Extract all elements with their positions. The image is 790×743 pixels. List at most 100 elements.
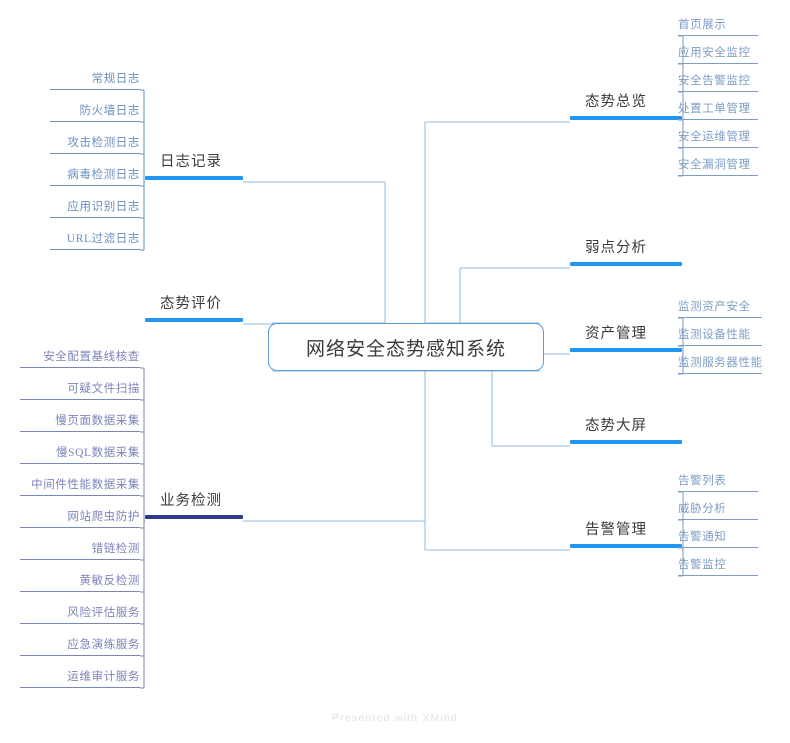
leaf-underline [678,372,762,374]
root-node[interactable]: 网络安全态势感知系统 [268,323,544,371]
branch-label: 态势大屏 [585,418,647,434]
leaf-label: 错链检测 [91,543,140,555]
branch-zi-chan-guan-li[interactable]: 资产管理 [570,326,682,352]
leaf-label: 病毒检测日志 [67,169,140,181]
leaf-gao-jing-guan-li-2[interactable]: 告警通知 [678,528,758,548]
leaf-label: URL过滤日志 [66,233,140,245]
leaf-ye-wu-jian-ce-1[interactable]: 可疑文件扫描 [20,380,140,400]
leaf-label: 告警通知 [678,531,727,543]
leaf-ye-wu-jian-ce-3[interactable]: 慢SQL数据采集 [20,444,140,464]
branch-underline [145,515,243,519]
branch-label: 日志记录 [160,154,222,170]
leaf-label: 防火墙日志 [79,105,140,117]
leaf-shi-shi-zong-lan-1[interactable]: 应用安全监控 [678,44,758,64]
branch-ri-zhi-ji-lu[interactable]: 日志记录 [145,154,243,180]
branch-underline [570,262,682,266]
leaf-underline [678,174,758,176]
leaf-label: 应急演练服务 [67,639,140,651]
leaf-underline [20,686,140,688]
leaf-label: 安全配置基线核查 [43,351,140,363]
branch-underline [570,116,682,120]
leaf-underline [678,546,758,548]
branch-label: 态势总览 [585,94,647,110]
leaf-ye-wu-jian-ce-10[interactable]: 运维审计服务 [20,668,140,688]
branch-label: 态势评价 [160,296,222,312]
leaf-ye-wu-jian-ce-4[interactable]: 中间件性能数据采集 [20,476,140,496]
leaf-ri-zhi-ji-lu-2[interactable]: 攻击检测日志 [50,134,140,154]
leaf-shi-shi-zong-lan-5[interactable]: 安全漏洞管理 [678,156,758,176]
branch-gao-jing-guan-li[interactable]: 告警管理 [570,522,682,548]
leaf-underline [50,248,140,250]
branch-shi-shi-da-ping[interactable]: 态势大屏 [570,418,682,444]
leaf-underline [678,90,758,92]
leaf-ri-zhi-ji-lu-4[interactable]: 应用识别日志 [50,198,140,218]
root-title: 网络安全态势感知系统 [305,338,506,360]
leaf-label: 安全运维管理 [678,131,751,143]
leaf-underline [678,118,758,120]
leaf-underline [20,654,140,656]
leaf-label: 慢页面数据采集 [55,415,140,427]
leaf-zi-chan-guan-li-0[interactable]: 监测资产安全 [678,298,762,318]
leaf-shi-shi-zong-lan-4[interactable]: 安全运维管理 [678,128,758,148]
leaf-label: 应用安全监控 [678,47,751,59]
branch-underline [570,348,682,352]
leaf-label: 监测设备性能 [678,329,751,341]
leaf-label: 告警列表 [678,475,727,487]
leaf-underline [20,462,140,464]
leaf-label: 安全告警监控 [678,75,751,87]
footer-credit: Presented with XMind [331,712,459,724]
leaf-ri-zhi-ji-lu-3[interactable]: 病毒检测日志 [50,166,140,186]
branch-underline [570,440,682,444]
branch-ye-wu-jian-ce[interactable]: 业务检测 [145,493,243,519]
leaf-label: 处置工单管理 [678,103,751,115]
leaf-underline [678,34,758,36]
leaf-ye-wu-jian-ce-9[interactable]: 应急演练服务 [20,636,140,656]
leaf-label: 攻击检测日志 [67,137,140,149]
branch-shi-shi-ping-jia[interactable]: 态势评价 [145,296,243,322]
leaf-underline [678,344,762,346]
leaf-gao-jing-guan-li-1[interactable]: 威胁分析 [678,500,758,520]
leaf-label: 安全漏洞管理 [678,159,751,171]
leaf-label: 首页展示 [678,19,727,31]
leaf-shi-shi-zong-lan-0[interactable]: 首页展示 [678,16,758,36]
leaf-label: 常规日志 [91,73,140,85]
leaf-underline [20,398,140,400]
leaf-ye-wu-jian-ce-8[interactable]: 风险评估服务 [20,604,140,624]
leaf-ri-zhi-ji-lu-1[interactable]: 防火墙日志 [50,102,140,122]
leaf-ye-wu-jian-ce-7[interactable]: 黄敏反检测 [20,572,140,592]
leaf-shi-shi-zong-lan-3[interactable]: 处置工单管理 [678,100,758,120]
leaf-label: 监测资产安全 [678,301,751,313]
leaf-gao-jing-guan-li-3[interactable]: 告警监控 [678,556,758,576]
leaf-label: 威胁分析 [678,503,727,515]
leaf-underline [20,366,140,368]
leaf-underline [678,574,758,576]
leaf-underline [678,146,758,148]
leaf-underline [50,152,140,154]
leaf-ye-wu-jian-ce-0[interactable]: 安全配置基线核查 [20,348,140,368]
leaf-underline [20,622,140,624]
branch-shi-shi-zong-lan[interactable]: 态势总览 [570,94,682,120]
leaf-underline [20,590,140,592]
leaf-underline [20,558,140,560]
leaf-ri-zhi-ji-lu-5[interactable]: URL过滤日志 [50,230,140,250]
leaf-shi-shi-zong-lan-2[interactable]: 安全告警监控 [678,72,758,92]
leaf-gao-jing-guan-li-0[interactable]: 告警列表 [678,472,758,492]
leaf-zi-chan-guan-li-1[interactable]: 监测设备性能 [678,326,762,346]
leaf-ri-zhi-ji-lu-0[interactable]: 常规日志 [50,70,140,90]
leaf-underline [678,62,758,64]
branch-label: 业务检测 [160,493,222,509]
leaf-underline [50,184,140,186]
branch-underline [145,176,243,180]
leaf-label: 风险评估服务 [67,607,140,619]
leaf-ye-wu-jian-ce-5[interactable]: 网站爬虫防护 [20,508,140,528]
leaf-ye-wu-jian-ce-2[interactable]: 慢页面数据采集 [20,412,140,432]
branch-ruo-dian-fen-xi[interactable]: 弱点分析 [570,240,682,266]
leaf-underline [678,518,758,520]
leaf-ye-wu-jian-ce-6[interactable]: 错链检测 [20,540,140,560]
leaf-underline [678,490,758,492]
leaf-zi-chan-guan-li-2[interactable]: 监测服务器性能 [678,354,762,374]
leaf-underline [20,430,140,432]
leaf-underline [678,316,762,318]
leaf-label: 监测服务器性能 [678,357,763,369]
